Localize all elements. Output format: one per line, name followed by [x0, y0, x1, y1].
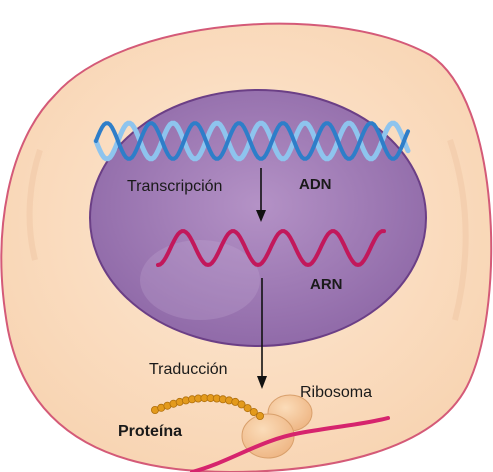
- transcription-label: Transcripción: [127, 178, 223, 195]
- rna-strand: [156, 229, 386, 268]
- cell-texture: [26, 149, 43, 261]
- nucleus-highlight: [140, 240, 260, 320]
- rna-label: ARN: [310, 276, 343, 293]
- cell-texture: [447, 139, 469, 321]
- mrna-strand: [190, 416, 390, 472]
- amino-acid-bead: [249, 407, 258, 416]
- translation-arrow: [257, 278, 267, 389]
- dna-strand-front: [94, 121, 410, 161]
- rna-strand-line: [156, 229, 386, 268]
- amino-acid-bead: [237, 400, 246, 409]
- translation-label: Traducción: [149, 361, 228, 378]
- protein-label: Proteína: [118, 423, 183, 440]
- dna-double-helix: [93, 120, 411, 162]
- amino-acid-bead: [243, 404, 252, 413]
- dna-strand-back: [93, 120, 411, 162]
- dna-label: ADN: [299, 176, 332, 193]
- ribosome-label: Ribosoma: [300, 384, 373, 401]
- amino-acid-bead: [255, 411, 264, 420]
- transcription-arrow: [256, 168, 266, 222]
- protein-chain-icon: [150, 394, 264, 420]
